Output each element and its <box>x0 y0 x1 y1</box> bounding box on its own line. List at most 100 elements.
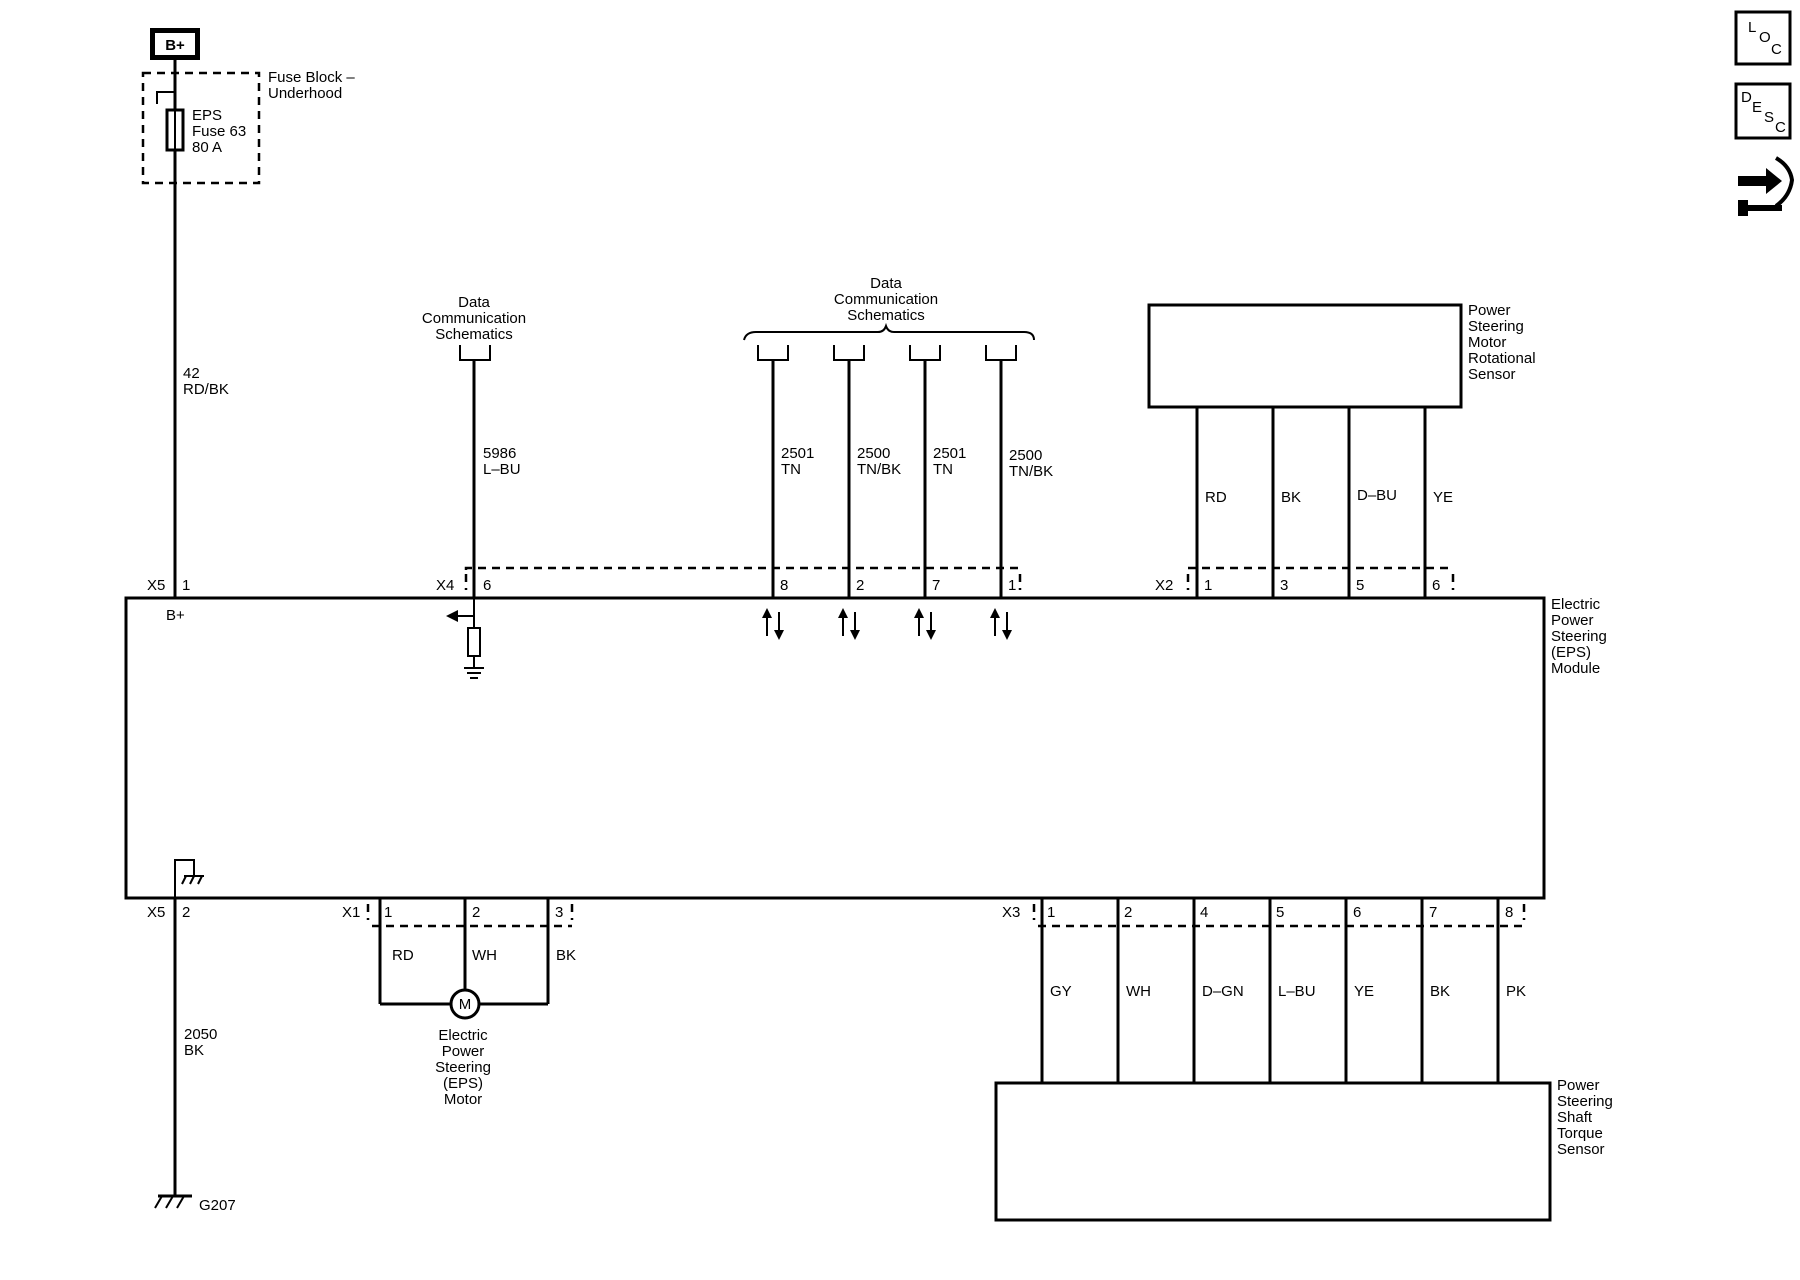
loc-letter-l: L <box>1748 19 1756 36</box>
fuse-block-label-2: Underhood <box>268 85 342 102</box>
module-label-1: Electric <box>1551 596 1601 613</box>
desc-letter-s: S <box>1764 109 1774 126</box>
description-view-button[interactable]: D E S C <box>1734 82 1792 140</box>
data-comm-right-3: Schematics <box>847 307 925 324</box>
pin-motor-1: 1 <box>384 904 392 921</box>
location-view-button[interactable]: L O C <box>1734 10 1792 66</box>
desc-letter-c: C <box>1775 119 1786 136</box>
motor-label-2: Power <box>442 1043 485 1060</box>
brace <box>743 322 1035 341</box>
wire-5986-color: L–BU <box>483 461 521 478</box>
can-wire-2-number: 2500 <box>857 445 890 462</box>
pin-can-1: 8 <box>780 577 788 594</box>
bidirectional-arrow-icon <box>990 608 1012 640</box>
can-wire-3-number: 2501 <box>933 445 966 462</box>
chassis-ground-icon <box>174 859 204 898</box>
battery-supply: B+ <box>150 28 200 60</box>
fuse-rating: 80 A <box>192 139 222 156</box>
motor-wire-2-color: WH <box>472 947 497 964</box>
can-wire-2-color: TN/BK <box>857 461 901 478</box>
fuse-number: Fuse 63 <box>192 123 246 140</box>
torque-wire-7-color: PK <box>1506 983 1526 1000</box>
module-label-5: Module <box>1551 660 1600 677</box>
torque-wire-2-color: WH <box>1126 983 1151 1000</box>
busbar-tap <box>156 91 175 104</box>
wire-2050-number: 2050 <box>184 1026 217 1043</box>
rot-wire-1-color: RD <box>1205 489 1227 506</box>
torque-sensor-label-1: Power <box>1557 1077 1600 1094</box>
module-label-4: (EPS) <box>1551 644 1591 661</box>
rot-sensor-label-3: Motor <box>1468 334 1506 351</box>
motor-wire-1-color: RD <box>392 947 414 964</box>
pin-rot-1: 1 <box>1204 577 1212 594</box>
bidirectional-arrow-icon <box>914 608 936 640</box>
torque-wire-4-color: L–BU <box>1278 983 1316 1000</box>
bidirectional-arrow-icon <box>838 608 860 640</box>
connector-x5-top: X5 <box>147 577 165 594</box>
ground-label: G207 <box>199 1197 236 1214</box>
pin-x5-2: 2 <box>182 904 190 921</box>
rotational-sensor-box <box>1147 303 1463 409</box>
torque-sensor-label-4: Torque <box>1557 1125 1603 1142</box>
loc-letter-o: O <box>1759 29 1771 46</box>
torque-sensor-box <box>994 1081 1552 1222</box>
pin-can-4: 1 <box>1008 577 1016 594</box>
torque-sensor-label-5: Sensor <box>1557 1141 1605 1158</box>
pin-x5-1: 1 <box>182 577 190 594</box>
can-wire-4-color: TN/BK <box>1009 463 1053 480</box>
rot-sensor-label-2: Steering <box>1468 318 1524 335</box>
pin-torque-2: 2 <box>1124 904 1132 921</box>
torque-wire-3-color: D–GN <box>1202 983 1244 1000</box>
pin-rot-4: 6 <box>1432 577 1440 594</box>
can-wire-1: 2501 TN <box>757 345 814 598</box>
connector-end-view-icon[interactable] <box>1738 156 1795 216</box>
pin-torque-4: 5 <box>1276 904 1284 921</box>
motor-label-1: Electric <box>438 1027 488 1044</box>
can-wire-1-number: 2501 <box>781 445 814 462</box>
pin-torque-7: 8 <box>1505 904 1513 921</box>
desc-letter-d: D <box>1741 89 1752 106</box>
wire-42-color: RD/BK <box>183 381 229 398</box>
pin-x4-6: 6 <box>483 577 491 594</box>
fuse-block-label-1: Fuse Block – <box>268 69 355 86</box>
eps-module-box <box>124 596 1546 900</box>
wire-42-number: 42 <box>183 365 200 382</box>
data-comm-left-2: Communication <box>422 310 526 327</box>
pin-motor-3: 3 <box>555 904 563 921</box>
loc-letter-c: C <box>1771 41 1782 58</box>
can-wire-4: 2500 TN/BK <box>985 345 1053 598</box>
pin-rot-2: 3 <box>1280 577 1288 594</box>
pin-torque-1: 1 <box>1047 904 1055 921</box>
motor-label-3: Steering <box>435 1059 491 1076</box>
fuse-name: EPS <box>192 107 222 124</box>
bidirectional-arrow-icon <box>762 608 784 640</box>
motor-label-4: (EPS) <box>443 1075 483 1092</box>
pin-torque-3: 4 <box>1200 904 1208 921</box>
torque-wire-5-color: YE <box>1354 983 1374 1000</box>
connector-ref-left <box>459 345 491 361</box>
supply-label: B+ <box>165 37 185 54</box>
data-comm-right-2: Communication <box>834 291 938 308</box>
motor-symbol: M <box>459 996 472 1013</box>
torque-wire-1-color: GY <box>1050 983 1072 1000</box>
data-comm-right-1: Data <box>870 275 902 292</box>
rot-sensor-label-1: Power <box>1468 302 1511 319</box>
connector-x4: X4 <box>436 577 454 594</box>
wire-5986-number: 5986 <box>483 445 516 462</box>
wire-2050-color: BK <box>184 1042 204 1059</box>
can-wire-2: 2500 TN/BK <box>833 345 901 598</box>
rot-wire-4-color: YE <box>1433 489 1453 506</box>
pin-rot-3: 5 <box>1356 577 1364 594</box>
module-label-3: Steering <box>1551 628 1607 645</box>
motor-label-5: Motor <box>444 1091 482 1108</box>
desc-letter-e: E <box>1752 99 1762 116</box>
rot-wire-2-color: BK <box>1281 489 1301 506</box>
motor-icon <box>449 988 481 1020</box>
rot-sensor-label-5: Sensor <box>1468 366 1516 383</box>
connector-x4-top <box>464 566 1022 570</box>
pin-torque-5: 6 <box>1353 904 1361 921</box>
can-wire-3: 2501 TN <box>909 345 966 598</box>
motor-wire-3-color: BK <box>556 947 576 964</box>
can-wire-3-color: TN <box>933 461 953 478</box>
